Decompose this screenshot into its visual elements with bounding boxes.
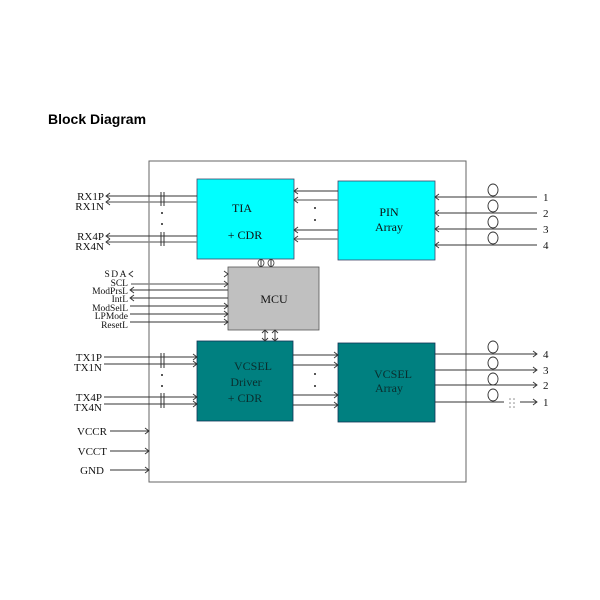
- tx1n-label: TX1N: [74, 362, 102, 374]
- gnd-label: GND: [80, 465, 104, 477]
- modsell-label: ModSelL: [92, 304, 128, 314]
- rx1p-label: RX1P: [77, 191, 104, 203]
- lpmode-label: LPMode: [95, 312, 128, 322]
- power-wires: [110, 427, 150, 474]
- vcsel-array-label-2: Array: [375, 381, 403, 395]
- pin-array-label: Array: [375, 220, 403, 234]
- mcu-label: MCU: [260, 292, 288, 306]
- tx-fiber-3-label: 3: [543, 365, 549, 377]
- resetl-label: ResetL: [101, 321, 128, 331]
- rx-fibers: [434, 183, 537, 249]
- tx1p-label: TX1P: [76, 352, 102, 364]
- control-wires: [128, 270, 229, 326]
- page-title: Block Diagram: [48, 111, 147, 127]
- scl-label: SCL: [111, 279, 129, 289]
- tx-wires: [104, 353, 198, 408]
- intl-label: IntL: [112, 295, 129, 305]
- rx-fiber-3-label: 3: [543, 224, 549, 236]
- rx1n-label: RX1N: [75, 201, 104, 213]
- rx-wires: [105, 192, 197, 246]
- rx-fiber-4-label: 4: [543, 240, 549, 252]
- tia-cdr-label: + CDR: [228, 228, 262, 242]
- sda-label: SDA: [104, 270, 128, 280]
- vcct-label: VCCT: [78, 446, 108, 458]
- mcu-bus-arrows: [257, 259, 279, 342]
- vcsel-driver-label-3: + CDR: [228, 391, 262, 405]
- rx-fiber-2-label: 2: [543, 208, 549, 220]
- tx4p-label: TX4P: [76, 392, 102, 404]
- vcsel-driver-label-1: VCSEL: [234, 359, 272, 373]
- tx-fibers: [435, 340, 538, 408]
- rx4n-label: RX4N: [75, 241, 104, 253]
- pin-array-block: PIN Array: [337, 180, 436, 261]
- driver-to-vcsel-wires: [293, 351, 339, 409]
- vcsel-array-block: VCSEL Array: [337, 342, 436, 423]
- vcsel-driver-label-2: Driver: [230, 375, 261, 389]
- tx-fiber-2-label: 2: [543, 380, 549, 392]
- tx-fiber-1-label: 1: [543, 397, 549, 409]
- tx-fiber-4-label: 4: [543, 349, 549, 361]
- rx-fiber-1-label: 1: [543, 192, 549, 204]
- tia-cdr-block: TIA + CDR: [196, 178, 295, 260]
- rx4p-label: RX4P: [77, 231, 104, 243]
- mcu-block: MCU: [227, 266, 320, 331]
- tia-label: TIA: [232, 201, 252, 215]
- modprsl-label: ModPrsL: [92, 287, 128, 297]
- vccr-label: VCCR: [77, 426, 108, 438]
- vcsel-array-label-1: VCSEL: [374, 367, 412, 381]
- pin-to-tia-wires: [293, 187, 338, 243]
- pin-label: PIN: [379, 205, 399, 219]
- vcsel-driver-block: VCSEL Driver + CDR: [196, 340, 294, 422]
- tx4n-label: TX4N: [74, 402, 102, 414]
